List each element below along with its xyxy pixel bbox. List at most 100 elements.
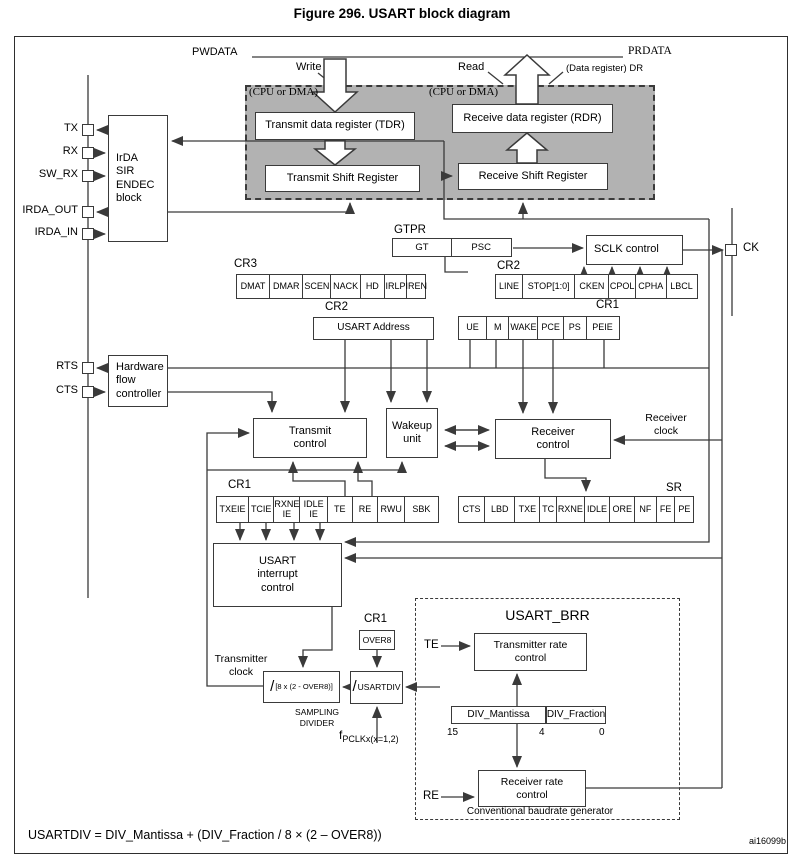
register-bit-cell: TCIE bbox=[247, 496, 275, 523]
sclk-control-block: SCLK control bbox=[586, 235, 683, 265]
irda-in-pin bbox=[82, 228, 94, 240]
wakeup-line: Wakeup bbox=[392, 419, 432, 432]
feedback-lines bbox=[344, 219, 723, 789]
div-fraction-box: DIV_Fraction bbox=[546, 706, 606, 724]
irda-endec-block: IrDA SIR ENDEC block bbox=[108, 115, 168, 242]
register-bit-cell: LBD bbox=[483, 496, 516, 523]
register-bit-cell: DMAR bbox=[268, 274, 304, 299]
register-bit-cell: FE bbox=[655, 496, 676, 523]
receiver-control-line: Receiver bbox=[531, 425, 575, 438]
tdr-box: Transmit data register (TDR) bbox=[255, 112, 415, 140]
usartdiv-label: USARTDIV bbox=[357, 682, 401, 693]
cts-pin-label: CTS bbox=[56, 384, 78, 396]
figure-title: Figure 296. USART block diagram bbox=[293, 6, 511, 21]
irda-in-pin-label: IRDA_IN bbox=[34, 226, 78, 238]
register-bit-cell: IDLE IE bbox=[299, 496, 329, 523]
usartdiv-formula: USARTDIV = DIV_Mantissa + (DIV_Fraction … bbox=[28, 828, 382, 842]
wakeup-unit-block: Wakeup unit bbox=[386, 408, 438, 458]
hw-flow-line: Hardware bbox=[116, 360, 164, 373]
register-control-nets bbox=[168, 340, 709, 414]
baud-nets bbox=[206, 428, 522, 802]
cr3-register-row: DMAT DMAR SCEN NACK HD IRLP IREN bbox=[236, 274, 427, 299]
figure-frame bbox=[14, 36, 788, 854]
register-bit-cell: IREN bbox=[405, 274, 427, 299]
cr1-mid-register-label: CR1 bbox=[228, 479, 252, 491]
receiver-clock-line: Receiver bbox=[645, 412, 687, 424]
receiver-control-line: control bbox=[536, 439, 570, 451]
rx-pin bbox=[82, 147, 94, 159]
cpu-dma-label-left: (CPU or DMA) bbox=[249, 86, 319, 98]
interrupt-line: USART bbox=[258, 554, 297, 567]
register-bit-cell: NF bbox=[633, 496, 657, 523]
cr1-mid-register-row: TXEIE TCIE RXNE IE IDLE IE TE RE RWU SBK bbox=[216, 496, 439, 523]
register-bit-cell: PEIE bbox=[585, 316, 620, 340]
sampling-divider-box: / [8 x (2 - OVER8)] bbox=[263, 671, 340, 703]
receiver-rate-control-block: Receiver rate control bbox=[478, 770, 586, 807]
transmit-control-block: Transmit control bbox=[253, 418, 367, 458]
interrupt-nets bbox=[235, 523, 325, 541]
hardware-flow-controller-block: Hardware flow controller bbox=[108, 355, 168, 407]
register-bit-cell: ORE bbox=[609, 496, 636, 523]
irda-line: IrDA bbox=[116, 151, 138, 164]
register-bit-cell: PE bbox=[674, 496, 695, 523]
irda-out-pin bbox=[82, 206, 94, 218]
receiver-clock-line: clock bbox=[654, 425, 678, 438]
register-bit-cell: TXEIE bbox=[216, 496, 249, 523]
register-bit-cell: UE bbox=[458, 316, 487, 340]
sampling-divider-caption: SAMPLING DIVIDER bbox=[281, 707, 353, 728]
rdr-box: Receive data register (RDR) bbox=[452, 104, 613, 133]
receiver-clock-label: Receiver clock bbox=[638, 412, 694, 438]
read-label: Read bbox=[458, 61, 485, 73]
divide-symbol: / bbox=[352, 678, 357, 696]
cr1-over8-label: CR1 bbox=[364, 613, 388, 625]
pin-rails bbox=[87, 75, 733, 598]
irda-nets bbox=[168, 136, 709, 220]
brr-re-label: RE bbox=[423, 790, 439, 802]
fpclk-f: f bbox=[339, 728, 343, 742]
prdata-label: PRDATA bbox=[628, 45, 672, 57]
sw-rx-pin-label: SW_RX bbox=[38, 168, 78, 180]
register-bit-cell: SCEN bbox=[302, 274, 332, 299]
transmitter-rate-control-block: Transmitter rate control bbox=[474, 633, 587, 671]
fpclk-label: fPCLKx(x=1,2) bbox=[339, 728, 399, 744]
transmit-control-line: control bbox=[293, 438, 327, 450]
irda-line: ENDEC bbox=[116, 178, 155, 191]
register-bit-cell: STOP[1:0] bbox=[521, 274, 576, 299]
receiver-control-block: Receiver control bbox=[495, 419, 611, 459]
bit4-label: 4 bbox=[539, 727, 545, 738]
gtpr-register-row: GT PSC bbox=[392, 238, 512, 257]
ck-pin bbox=[725, 244, 737, 256]
div-mantissa-box: DIV_Mantissa bbox=[451, 706, 546, 724]
register-bit-cell: SBK bbox=[403, 496, 439, 523]
hw-flow-line: controller bbox=[116, 387, 162, 400]
over8-bit-box: OVER8 bbox=[359, 630, 395, 650]
register-bit-cell: RXNE IE bbox=[273, 496, 301, 523]
tx-rate-line: Transmitter rate bbox=[493, 639, 568, 652]
register-bit-cell: PCE bbox=[537, 316, 565, 340]
wakeup-line: unit bbox=[403, 433, 421, 445]
sr-register-row: CTS LBD TXE TC RXNE IDLE ORE NF FE PE bbox=[458, 496, 695, 523]
register-bit-cell: RXNE bbox=[555, 496, 585, 523]
register-bit-cell: CTS bbox=[458, 496, 485, 523]
pwdata-label: PWDATA bbox=[192, 46, 238, 58]
tx-pin bbox=[82, 124, 94, 136]
cts-pin bbox=[82, 386, 94, 398]
cr1-register-label: CR1 bbox=[596, 299, 620, 311]
register-bit-cell: TE bbox=[326, 496, 353, 523]
sclk-nets bbox=[444, 243, 672, 278]
tx-pin-label: TX bbox=[63, 122, 78, 134]
register-bit-cell: RWU bbox=[377, 496, 406, 523]
register-bit-cell: CPHA bbox=[634, 274, 667, 299]
ck-pin-label: CK bbox=[743, 242, 759, 254]
receive-shift-register-box: Receive Shift Register bbox=[458, 163, 608, 190]
register-bit-cell: LINE bbox=[495, 274, 523, 299]
cr1-register-row: UE M WAKE PCE PS PEIE bbox=[458, 316, 620, 340]
bit15-label: 15 bbox=[447, 727, 459, 738]
sampling-caption-line: DIVIDER bbox=[299, 717, 335, 728]
interrupt-line: control bbox=[260, 581, 295, 594]
data-register-dr-label: (Data register) DR bbox=[566, 63, 644, 74]
hw-flow-line: flow bbox=[116, 374, 136, 387]
cr3-register-label: CR3 bbox=[234, 258, 258, 270]
